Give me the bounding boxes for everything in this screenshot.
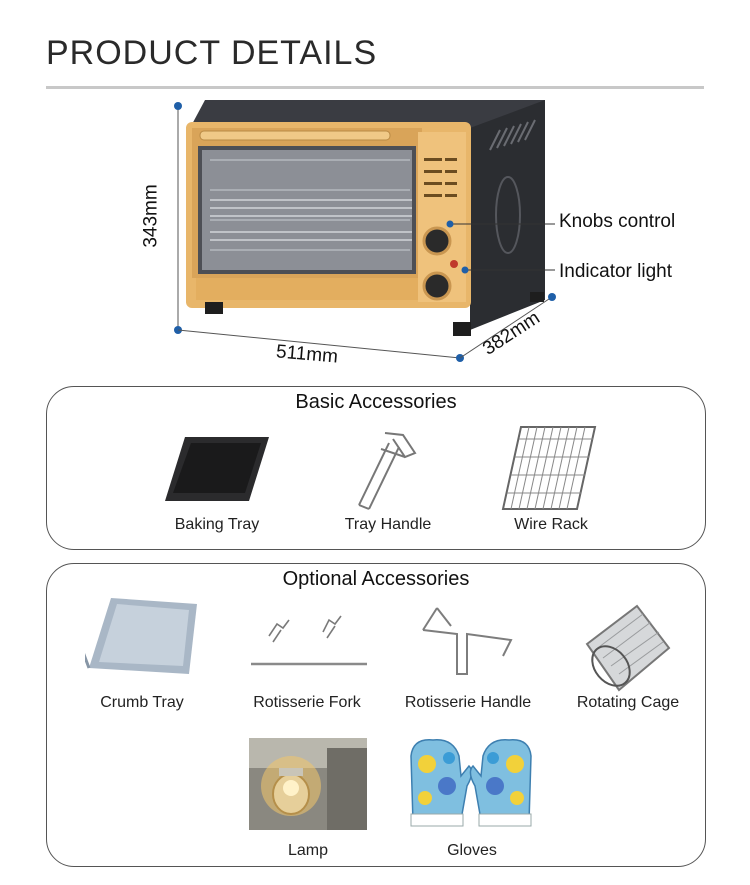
tray-handle-icon	[358, 432, 417, 510]
basic-item-label: Wire Rack	[514, 516, 588, 533]
toaster-oven-image	[174, 100, 556, 362]
indicator-light-callout: Indicator light	[559, 261, 673, 282]
optional-accessories-panel: Optional Accessories Crumb Tray Rotisser…	[46, 563, 706, 867]
gloves-icon	[410, 739, 532, 827]
optional-item-label: Rotisserie Handle	[404, 694, 532, 711]
title-divider	[46, 86, 704, 89]
knobs-control-callout: Knobs control	[559, 211, 676, 232]
optional-item-label: Rotisserie Fork	[253, 694, 361, 711]
rotating-cage-icon	[585, 604, 671, 692]
optional-item-label: Gloves	[447, 842, 497, 859]
wire-rack-icon	[501, 426, 597, 510]
basic-item-label: Baking Tray	[174, 516, 260, 533]
optional-accessories-title: Optional Accessories	[282, 568, 470, 590]
crumb-tray-icon	[85, 598, 197, 674]
baking-tray-icon	[165, 437, 269, 501]
basic-item-label: Tray Handle	[344, 516, 432, 533]
rotisserie-handle-icon	[422, 607, 513, 675]
optional-item-label: Crumb Tray	[100, 694, 184, 711]
lamp-icon	[249, 738, 367, 830]
optional-item-label: Rotating Cage	[576, 694, 680, 711]
height-dimension-label: 343mm	[140, 184, 162, 248]
rotisserie-fork-icon	[251, 615, 367, 666]
optional-item-label: Lamp	[287, 842, 329, 859]
basic-accessories-title: Basic Accessories	[295, 391, 457, 413]
page-title: PRODUCT DETAILS	[46, 34, 378, 72]
basic-accessories-panel: Basic Accessories Baking Tray Tray Handl…	[46, 386, 706, 550]
